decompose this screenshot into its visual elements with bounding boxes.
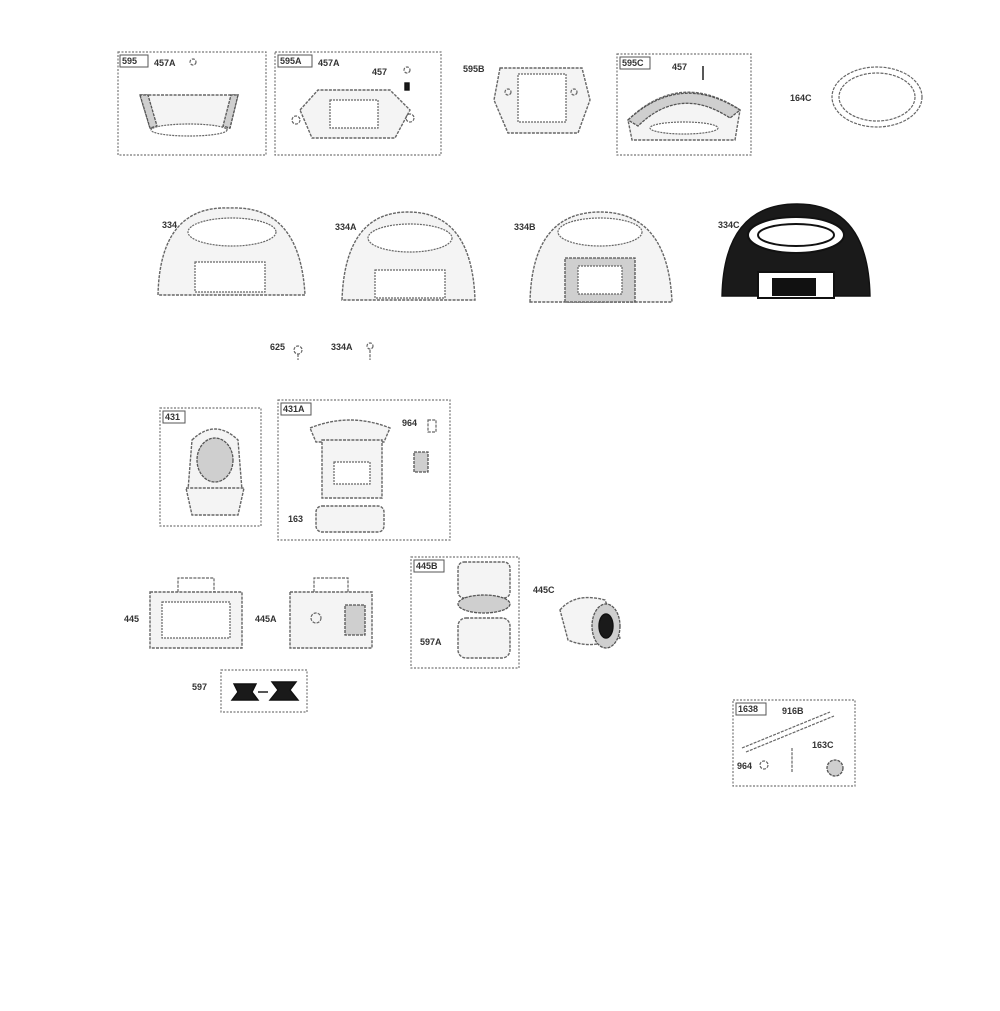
part-group-595: 595 457A xyxy=(117,51,267,156)
label-445: 445 xyxy=(124,614,139,624)
label-595a: 595A xyxy=(280,56,302,66)
part-group-595c: 595C 457 xyxy=(616,53,752,156)
label-431a: 431A xyxy=(283,404,305,414)
label-431: 431 xyxy=(165,412,180,422)
part-334a-fastener: 334A xyxy=(331,342,374,360)
part-group-597: 597 xyxy=(192,669,308,713)
label-597: 597 xyxy=(192,682,207,692)
part-625: 625 xyxy=(270,342,303,360)
label-457a-2: 457A xyxy=(318,58,340,68)
label-445b: 445B xyxy=(416,561,438,571)
label-595: 595 xyxy=(122,56,137,66)
label-595c: 595C xyxy=(622,58,644,68)
label-964-2: 964 xyxy=(737,761,752,771)
label-163: 163 xyxy=(288,514,303,524)
part-group-1638: 1638 916B 964 163C xyxy=(732,699,856,787)
label-1638: 1638 xyxy=(738,704,758,714)
label-597a: 597A xyxy=(420,637,442,647)
label-457: 457 xyxy=(372,67,387,77)
part-334: 334 xyxy=(157,207,306,296)
part-595b: 595B xyxy=(463,64,591,134)
part-334a: 334A xyxy=(335,211,476,301)
label-334a: 334A xyxy=(335,222,357,232)
part-445c: 445C xyxy=(533,585,621,649)
label-457a: 457A xyxy=(154,58,176,68)
part-445: 445 xyxy=(124,577,243,649)
part-group-445b: 445B 597A xyxy=(410,556,520,669)
label-163c: 163C xyxy=(812,740,834,750)
label-334: 334 xyxy=(162,220,177,230)
label-445a: 445A xyxy=(255,614,277,624)
label-445c: 445C xyxy=(533,585,555,595)
label-916b: 916B xyxy=(782,706,804,716)
part-164c: 164C xyxy=(790,66,923,128)
label-334c: 334C xyxy=(718,220,740,230)
part-group-431a: 431A 964 163 xyxy=(277,399,451,541)
label-457-2: 457 xyxy=(672,62,687,72)
part-445a: 445A xyxy=(255,577,373,649)
part-334b: 334B xyxy=(514,211,673,303)
label-164c: 164C xyxy=(790,93,812,103)
part-334c: 334C xyxy=(718,203,871,299)
label-625: 625 xyxy=(270,342,285,352)
part-group-431: 431 xyxy=(159,407,262,527)
part-group-595a: 595A 457A 457 xyxy=(274,51,442,156)
label-964: 964 xyxy=(402,418,417,428)
label-595b: 595B xyxy=(463,64,485,74)
label-334b: 334B xyxy=(514,222,536,232)
label-334a-2: 334A xyxy=(331,342,353,352)
